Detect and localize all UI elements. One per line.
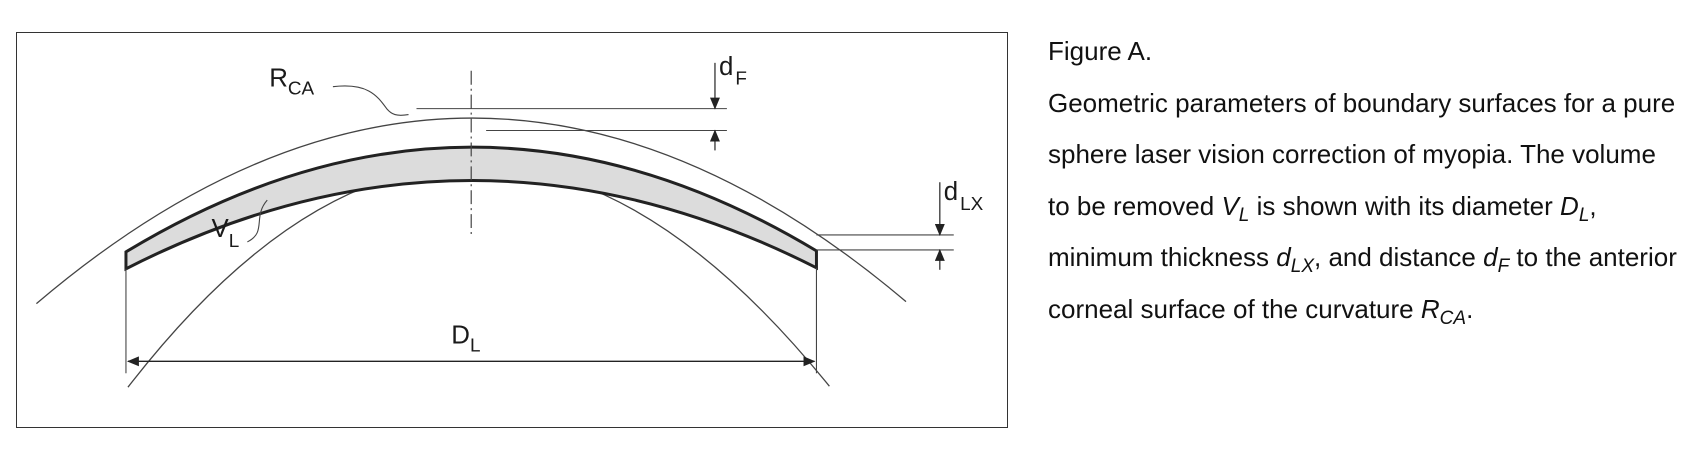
label-rca: RCA xyxy=(269,65,314,100)
label-dl: DL xyxy=(451,321,480,356)
rca-leader xyxy=(332,85,409,116)
label-vl: VL xyxy=(212,215,240,252)
figure-caption: Figure A. Geometric parameters of bounda… xyxy=(1048,26,1678,335)
caption-title: Figure A. xyxy=(1048,36,1153,66)
anterior-corneal-surface xyxy=(35,117,907,305)
vl-leader xyxy=(247,199,268,243)
caption-body: Geometric parameters of boundary surface… xyxy=(1048,87,1677,329)
